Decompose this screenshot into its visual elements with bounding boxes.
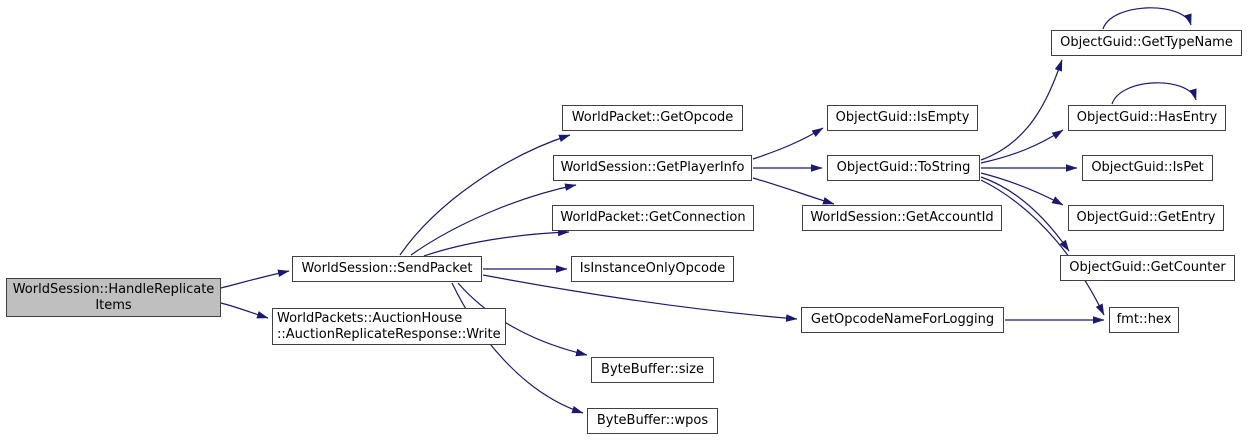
node-bytebuffer-wpos[interactable]: ByteBuffer::wpos	[587, 408, 718, 434]
node-bytebuffer-size[interactable]: ByteBuffer::size	[591, 357, 714, 383]
edge-tostring-to-hasentry	[980, 129, 1064, 164]
edge-getplayerinfo-to-getaccountid	[752, 177, 835, 205]
edge-handlereplicateitems-to-write	[220, 302, 269, 319]
edge-hasentry-self-loop	[1111, 82, 1197, 105]
node-objectguid-ispet[interactable]: ObjectGuid::IsPet	[1082, 155, 1213, 181]
edge-tostring-to-getentry	[980, 172, 1064, 206]
edge-sendpacket-to-bytebuffer-wpos	[451, 282, 584, 414]
node-worldsession-getplayerinfo[interactable]: WorldSession::GetPlayerInfo	[553, 155, 752, 181]
edge-tostring-to-getcounter	[980, 176, 1070, 252]
edge-handlereplicateitems-to-sendpacket	[220, 269, 290, 289]
node-objectguid-getcounter[interactable]: ObjectGuid::GetCounter	[1060, 255, 1235, 281]
edge-gettypename-self-loop	[1102, 7, 1192, 30]
edge-sendpacket-to-bytebuffer-size	[457, 282, 588, 357]
node-objectguid-getentry[interactable]: ObjectGuid::GetEntry	[1068, 205, 1224, 231]
node-worldsession-handlereplicateitems[interactable]: WorldSession::HandleReplicate Items	[6, 278, 221, 317]
edge-sendpacket-to-getplayerinfo	[410, 183, 577, 256]
node-worldpacket-getopcode[interactable]: WorldPacket::GetOpcode	[562, 105, 743, 131]
node-objectguid-hasentry[interactable]: ObjectGuid::HasEntry	[1068, 105, 1226, 131]
node-worldpacket-getconnection[interactable]: WorldPacket::GetConnection	[552, 205, 754, 231]
node-isinstanceonlyopcode[interactable]: IsInstanceOnlyOpcode	[571, 256, 734, 282]
node-worldsession-sendpacket[interactable]: WorldSession::SendPacket	[292, 256, 482, 282]
edge-tostring-to-gettypename	[980, 59, 1063, 161]
edge-tostring-to-fmthex	[980, 179, 1105, 316]
edge-sendpacket-to-getopcodenameforlogging	[482, 274, 798, 322]
node-fmt-hex[interactable]: fmt::hex	[1109, 307, 1179, 333]
node-worldsession-getaccountid[interactable]: WorldSession::GetAccountId	[802, 205, 1002, 231]
edge-sendpacket-to-getconnection	[423, 228, 570, 257]
node-objectguid-isempty[interactable]: ObjectGuid::IsEmpty	[827, 105, 978, 131]
edge-getplayerinfo-to-isempty	[752, 127, 824, 160]
node-objectguid-tostring[interactable]: ObjectGuid::ToString	[827, 155, 980, 181]
node-worldpackets-auctionreplicateresponse-write[interactable]: WorldPackets::AuctionHouse ::AuctionRepl…	[272, 308, 506, 345]
edge-sendpacket-to-getopcode	[399, 134, 571, 256]
node-getopcodenameforlogging[interactable]: GetOpcodeNameForLogging	[801, 307, 1004, 333]
node-objectguid-gettypename[interactable]: ObjectGuid::GetTypeName	[1051, 30, 1242, 56]
